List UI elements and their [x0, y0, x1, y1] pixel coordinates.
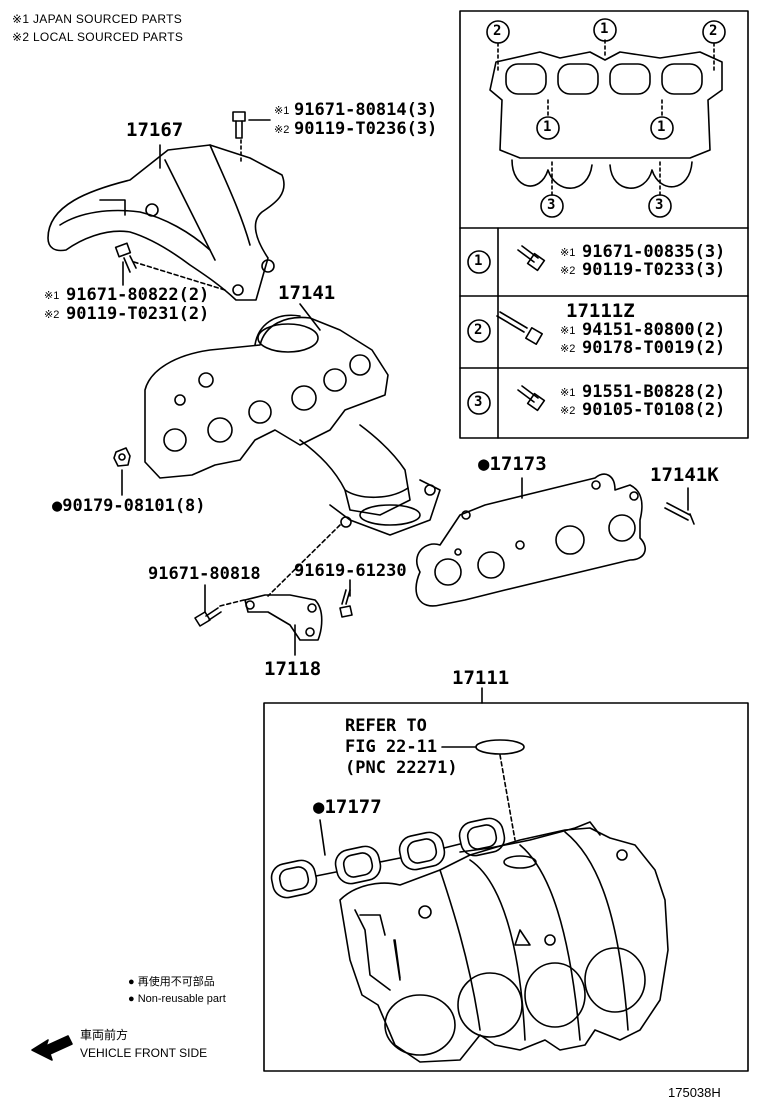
inset-stud-2 — [496, 311, 543, 345]
inset-callout-1: 2 — [493, 23, 502, 39]
inset-callout-7: 3 — [655, 197, 664, 213]
inset-callout-4: 1 — [543, 119, 552, 135]
refer-line-1: REFER TO — [345, 716, 427, 736]
inset-row-2-head: 17111Z — [566, 300, 635, 322]
vehicle-front-arrow — [31, 1035, 73, 1061]
label-bolt-top-1: 91671-80814(3) — [294, 100, 438, 120]
leader-intake-part — [394, 939, 401, 979]
inset-row-1-mark2: ※2 — [560, 265, 576, 277]
bracket-17118 — [244, 594, 323, 641]
bolt-mid — [114, 242, 137, 273]
label-bolt-mid-2: 90119-T0231(2) — [66, 304, 210, 324]
exhaust-manifold-17141 — [144, 314, 441, 536]
inset-manifold-drawing — [489, 39, 723, 197]
front-side-jp: 車両前方 — [80, 1028, 129, 1042]
mark-1-mid: ※1 — [44, 290, 60, 302]
label-17118: 17118 — [264, 658, 322, 680]
note-local-sourced: ※2 LOCAL SOURCED PARTS — [12, 30, 184, 44]
bolt-top — [232, 111, 246, 139]
legend-nonreusable-en: ● Non-reusable part — [128, 993, 226, 1005]
inset-row-2-line2: 90178-T0019(2) — [582, 338, 726, 358]
figure-id: 175038H — [668, 1085, 721, 1100]
inset-callout-3: 2 — [709, 23, 718, 39]
inset-row-3-line2: 90105-T0108(2) — [582, 400, 726, 420]
inset-bolt-1 — [517, 245, 546, 272]
inset-row-1-mark1: ※1 — [560, 247, 576, 259]
inset-row-2-mark2: ※2 — [560, 343, 576, 355]
label-90179: ●90179-08101(8) — [52, 496, 206, 516]
refer-line-3: (PNC 22271) — [345, 758, 458, 778]
refer-dash — [499, 754, 516, 841]
legend-nonreusable-jp: ● 再使用不可部品 — [128, 976, 215, 988]
gasket-ring-22271 — [475, 739, 525, 755]
label-bolt-mid-1: 91671-80822(2) — [66, 285, 210, 305]
inset-bolt-3 — [517, 385, 546, 412]
inset-row-1-line1: 91671-00835(3) — [582, 242, 726, 262]
gasket-17173 — [415, 473, 646, 607]
front-side-en: VEHICLE FRONT SIDE — [80, 1046, 208, 1060]
label-17141K: 17141K — [650, 464, 719, 486]
inset-callout-circles — [467, 18, 726, 415]
note-japan-sourced: ※1 JAPAN SOURCED PARTS — [12, 12, 183, 26]
label-91671-80818: 91671-80818 — [148, 564, 261, 584]
leader-17141 — [299, 303, 321, 331]
intake-box — [263, 702, 749, 1072]
label-17111: 17111 — [452, 667, 510, 689]
inset-callout-5: 1 — [657, 119, 666, 135]
refer-line-2: FIG 22-11 — [345, 737, 438, 757]
mark-2-top: ※2 — [274, 124, 290, 136]
label-17173: ●17173 — [478, 453, 547, 475]
inset-row-1-num: 1 — [474, 253, 483, 269]
leader-17177 — [319, 819, 326, 856]
inset-callout-2: 1 — [600, 21, 609, 37]
stud-17141K — [664, 502, 695, 525]
inset-callout-6: 3 — [547, 197, 556, 213]
mark-2-mid: ※2 — [44, 309, 60, 321]
inset-row-1-line2: 90119-T0233(3) — [582, 260, 726, 280]
inset-row-2-line1: 94151-80800(2) — [582, 320, 726, 340]
label-91619-61230: 91619-61230 — [294, 561, 407, 581]
bracket-dash-2 — [267, 524, 341, 597]
inset-row-2-num: 2 — [474, 322, 483, 338]
label-bolt-top-2: 90119-T0236(3) — [294, 119, 438, 139]
bracket-dash-1 — [219, 599, 245, 607]
bolt-91671-80818 — [194, 607, 222, 627]
inset-row-3-num: 3 — [474, 394, 483, 410]
inset-row-3-mark2: ※2 — [560, 405, 576, 417]
label-17167: 17167 — [126, 119, 184, 141]
inset-row-3-mark1: ※1 — [560, 387, 576, 399]
gasket-17177 — [270, 817, 506, 899]
nut-90179 — [113, 447, 131, 467]
inset-row-2-mark1: ※1 — [560, 325, 576, 337]
intake-manifold-17111 — [339, 821, 669, 1063]
label-17141: 17141 — [278, 282, 336, 304]
label-17177: ●17177 — [313, 796, 382, 818]
inset-row-3-line1: 91551-B0828(2) — [582, 382, 726, 402]
leader-bolt-mid — [133, 261, 226, 291]
heat-insulator-17167 — [47, 144, 285, 301]
inset-frame — [459, 10, 749, 439]
mark-1-top: ※1 — [274, 105, 290, 117]
